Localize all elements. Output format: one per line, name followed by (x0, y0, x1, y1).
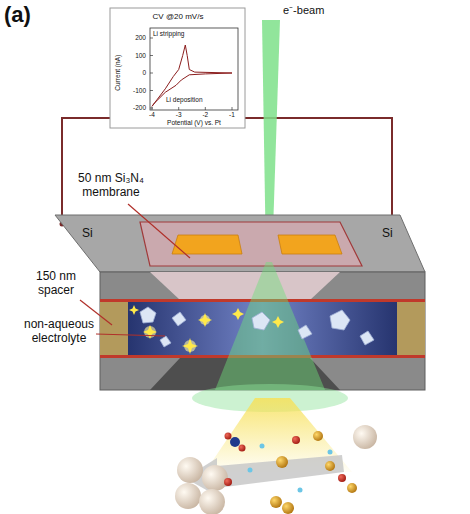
tick-label: -2 (197, 111, 213, 118)
beam-label: e⁻-beam (283, 4, 343, 17)
cv-inset-box (110, 8, 245, 128)
sparks (129, 305, 284, 354)
part-label: Si (82, 227, 106, 241)
ion (292, 436, 300, 444)
circuit-wire (62, 118, 110, 224)
ion (224, 478, 232, 486)
crystals (140, 307, 374, 347)
panel-label: (a) (4, 2, 54, 27)
tick-label: -4 (144, 111, 160, 118)
sphere (199, 489, 225, 514)
spark (198, 313, 212, 327)
part-label: non-aqueous electrolyte (20, 318, 98, 346)
spark (143, 325, 157, 339)
molecule-atom (230, 437, 240, 447)
crystal (298, 325, 312, 339)
tick-label: -100 (126, 87, 146, 94)
sphere (202, 465, 228, 491)
crystal (252, 312, 270, 330)
li-atom (270, 496, 282, 508)
tick-mark (150, 55, 153, 56)
ion (248, 468, 253, 473)
sphere (175, 483, 201, 509)
window-pit (150, 272, 340, 300)
li-atom (347, 483, 357, 493)
si-chip-top (55, 215, 425, 272)
ion (260, 444, 265, 449)
axis-label: Potential (V) vs. Pt (144, 119, 244, 126)
tick-label: 0 (126, 69, 146, 76)
particles (175, 425, 377, 514)
tick-mark (150, 108, 153, 109)
sphere (177, 457, 203, 483)
tick-mark (150, 73, 153, 74)
tick-mark (150, 90, 153, 91)
tick-mark (152, 107, 153, 110)
tick-label: -200 (126, 104, 146, 111)
tick-label: -3 (171, 111, 187, 118)
li-atom (282, 502, 294, 514)
plot-annotation: Li stripping (153, 30, 203, 37)
leader-line (128, 204, 190, 258)
tick-mark (150, 38, 153, 39)
sphere (353, 425, 377, 449)
crystal (160, 336, 171, 347)
tick-mark (232, 107, 233, 110)
part-label: Si (382, 227, 406, 241)
spark (232, 308, 244, 320)
axis-label: Current (nA) (114, 43, 121, 103)
crystal (140, 307, 156, 323)
beam-cone (215, 262, 325, 390)
tick-mark (178, 107, 179, 110)
plot-title: CV @20 mV/s (118, 12, 238, 21)
tick-label: 100 (126, 52, 146, 59)
crystal (172, 312, 186, 326)
electrode (278, 235, 342, 254)
tick-mark (205, 107, 206, 110)
part-label: 150 nm spacer (30, 270, 82, 298)
tick-label: 200 (126, 34, 146, 41)
plot-annotation: Li deposition (166, 96, 226, 103)
crystal (330, 310, 350, 330)
li-atom (276, 456, 288, 468)
ion (298, 488, 303, 493)
crystal (360, 331, 374, 345)
ion (338, 474, 346, 482)
molecule-atom (225, 433, 232, 440)
spacer-block (397, 302, 425, 355)
spacer-block (100, 302, 128, 355)
cv-plot-frame (150, 28, 238, 110)
part-label: 50 nm Si₃N₄ membrane (66, 172, 156, 200)
cv-ticks (150, 38, 232, 110)
spark (182, 338, 198, 354)
tick-label: -1 (224, 111, 240, 118)
cv-curve (152, 45, 232, 106)
spark (129, 305, 139, 315)
li-atom (325, 461, 335, 471)
leader-line (96, 334, 165, 336)
spark (272, 316, 284, 328)
ion (328, 450, 333, 455)
li-atom (313, 431, 323, 441)
molecule-atom (239, 445, 246, 452)
